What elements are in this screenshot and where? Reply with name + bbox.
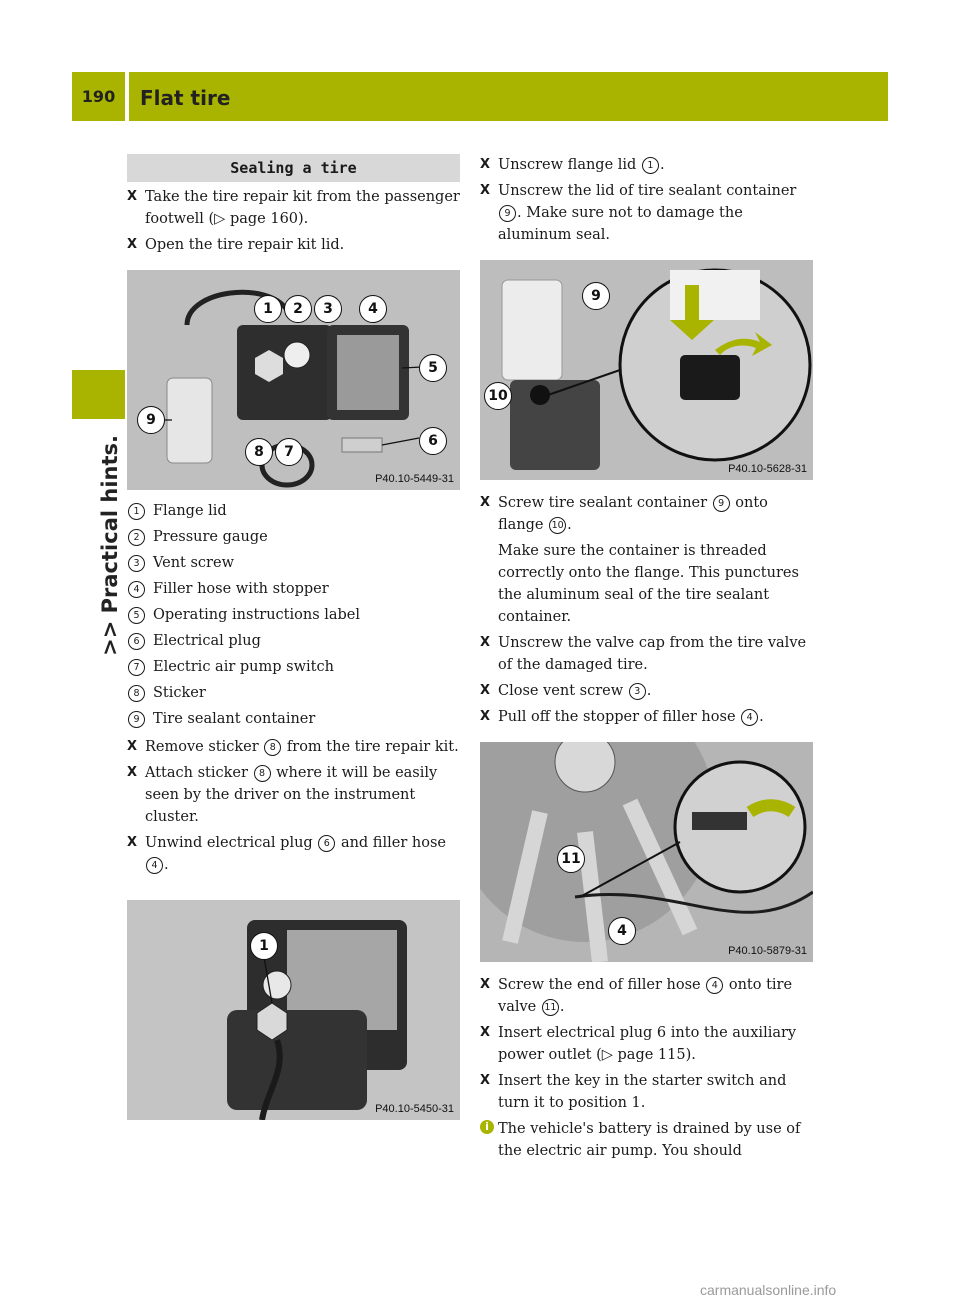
step-pull-stopper: Pull off the stopper of filler hose 4. [480,706,813,728]
repair-kit-illustration [153,289,423,488]
step-take-kit: Take the tire repair kit from the passen… [127,186,460,230]
page-number: 190 [81,87,116,106]
step-insert-plug: Insert electrical plug 6 into the auxili… [480,1022,813,1066]
figure-tire-valve: 11 4 P40.10-5879-31 [480,742,813,962]
step-insert-key: Insert the key in the starter switch and… [480,1070,813,1114]
step-screw-container: Screw tire sealant container 9 onto flan… [480,492,813,536]
callout-1: 1 [254,295,282,323]
left-column: Sealing a tire Take the tire repair kit … [127,150,460,1120]
figure-code: P40.10-5450-31 [375,1103,454,1115]
callout-4: 4 [359,295,387,323]
step-close-vent: Close vent screw 3. [480,680,813,702]
step-screw-hose: Screw the end of filler hose 4 onto tire… [480,974,813,1018]
step-unscrew-flange-lid: Unscrew flange lid 1. [480,154,813,176]
figure-flange-lid: 1 P40.10-5450-31 [127,900,460,1120]
page-title: Flat tire [140,86,231,110]
callout-1: 1 [250,932,278,960]
sealant-container-illustration [501,268,812,470]
side-tab-label: >> Practical hints. [98,435,122,656]
side-tab-block [72,370,125,419]
callout-8: 8 [245,438,273,466]
callout-2: 2 [284,295,312,323]
callout-11: 11 [557,845,585,873]
step-unscrew-container-lid: Unscrew the lid of tire sealant containe… [480,180,813,246]
callout-10: 10 [484,382,512,410]
figure-sealant-container: 9 10 P40.10-5628-31 [480,260,813,480]
footer-watermark: carmanualsonline.info [700,1282,837,1298]
callout-9: 9 [137,406,165,434]
step-unwind-plug: Unwind electrical plug 6 and filler hose… [127,832,460,876]
step-unscrew-valve-cap: Unscrew the valve cap from the tire valv… [480,632,813,676]
header-divider [125,72,129,121]
right-column: Unscrew flange lid 1. Unscrew the lid of… [480,150,813,1162]
callout-9: 9 [582,282,610,310]
info-icon: i [480,1120,494,1134]
flange-lid-illustration [227,920,407,1120]
figure-repair-kit: 1 2 3 4 5 6 7 8 9 P40.10-5449-31 [127,270,460,490]
header-bar [72,72,888,121]
step-remove-sticker: Remove sticker 8 from the tire repair ki… [127,736,460,758]
callout-3: 3 [314,295,342,323]
step-attach-sticker: Attach sticker 8 where it will be easily… [127,762,460,828]
callout-7: 7 [275,438,303,466]
callout-6: 6 [419,427,447,455]
callout-4: 4 [608,917,636,945]
tire-valve-illustration [480,742,813,962]
figure-code: P40.10-5879-31 [728,945,807,957]
figure-code: P40.10-5628-31 [728,463,807,475]
step-open-lid: Open the tire repair kit lid. [127,234,460,256]
callout-5: 5 [419,354,447,382]
figure-code: P40.10-5449-31 [375,473,454,485]
note-threading: Make sure the container is threaded corr… [498,543,799,625]
section-title: Sealing a tire [127,154,460,182]
